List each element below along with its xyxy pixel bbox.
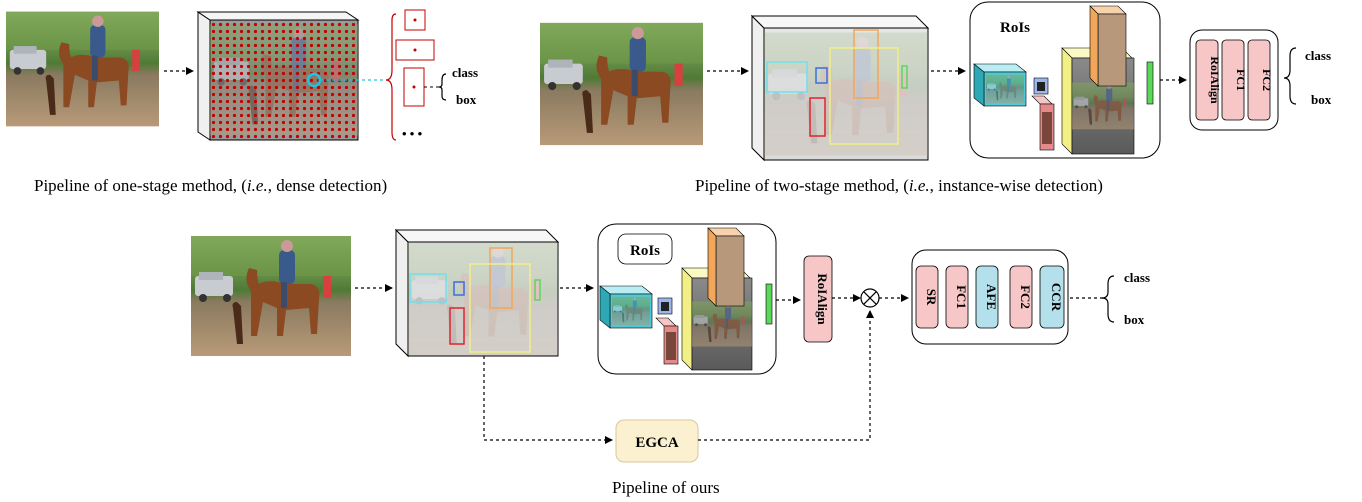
caption-one-stage-prefix: Pipeline of one-stage method, ( (34, 176, 247, 195)
caption-ours: Pipeline of ours (612, 478, 720, 497)
feature-map-ours (394, 228, 560, 358)
rois-title-ours: RoIs (630, 243, 660, 259)
class-label-one-stage: class (452, 65, 478, 80)
caption-two-stage-suffix: , instance-wise detection) (929, 176, 1103, 195)
caption-one-stage-italic: i.e. (246, 176, 268, 195)
roialign-label-ours: RoIAlign (815, 273, 830, 325)
detection-head-two-stage: RoIAlign FC1 FC2 (1189, 29, 1279, 131)
rois-panel-ours: RoIs (597, 223, 777, 375)
fc1-label-two-stage: FC1 (1234, 69, 1248, 91)
rois-title-two-stage: RoIs (1000, 20, 1030, 36)
feature-map-two-stage (750, 14, 930, 162)
sr-label: SR (924, 289, 939, 306)
ccr-label: CCR (1049, 283, 1064, 312)
detection-head-ours: SR FC1 AFE FC2 CCR (911, 249, 1069, 345)
roialign-block-ours: RoIAlign (803, 255, 833, 343)
ellipsis-label: • • • (402, 126, 423, 141)
caption-two-stage: Pipeline of two-stage method, (i.e., ins… (695, 176, 1103, 196)
fc1-label-ours: FC1 (954, 285, 969, 309)
output-brace-ours (1101, 275, 1115, 323)
rois-panel-two-stage: RoIs (969, 1, 1161, 159)
caption-two-stage-prefix: Pipeline of two-stage method, ( (695, 176, 909, 195)
dense-feature-map (196, 11, 360, 141)
egca-label: EGCA (635, 435, 679, 451)
box-label-two-stage: box (1311, 92, 1332, 107)
input-image-ours (191, 236, 351, 356)
input-image-two-stage (540, 22, 703, 146)
one-stage-pipeline: class box • • • (6, 9, 478, 141)
box-label-ours: box (1124, 312, 1145, 327)
fc2-label-ours: FC2 (1018, 285, 1033, 309)
egca-block: EGCA (615, 419, 699, 463)
arrow-to-egca (483, 356, 613, 444)
arrow-egca-to-combine (698, 310, 874, 441)
two-stage-pipeline: RoIs (540, 1, 1332, 162)
afe-label: AFE (984, 284, 999, 310)
box-label-one-stage: box (456, 92, 477, 107)
roialign-label-two-stage: RoIAlign (1208, 56, 1222, 104)
class-label-two-stage: class (1305, 48, 1331, 63)
output-brace-two-stage (1283, 47, 1297, 105)
anchor-brace (385, 13, 397, 141)
combine-operator (860, 288, 880, 308)
fc2-label-two-stage: FC2 (1260, 69, 1274, 91)
output-brace-one-stage (438, 73, 447, 101)
ours-pipeline: RoIs RoIA (191, 223, 1150, 463)
input-image-one-stage (6, 11, 159, 127)
caption-two-stage-italic: i.e. (908, 176, 930, 195)
caption-one-stage: Pipeline of one-stage method, (i.e., den… (34, 176, 387, 196)
anchor-boxes (395, 9, 435, 107)
caption-one-stage-suffix: , dense detection) (267, 176, 388, 195)
class-label-ours: class (1124, 270, 1150, 285)
